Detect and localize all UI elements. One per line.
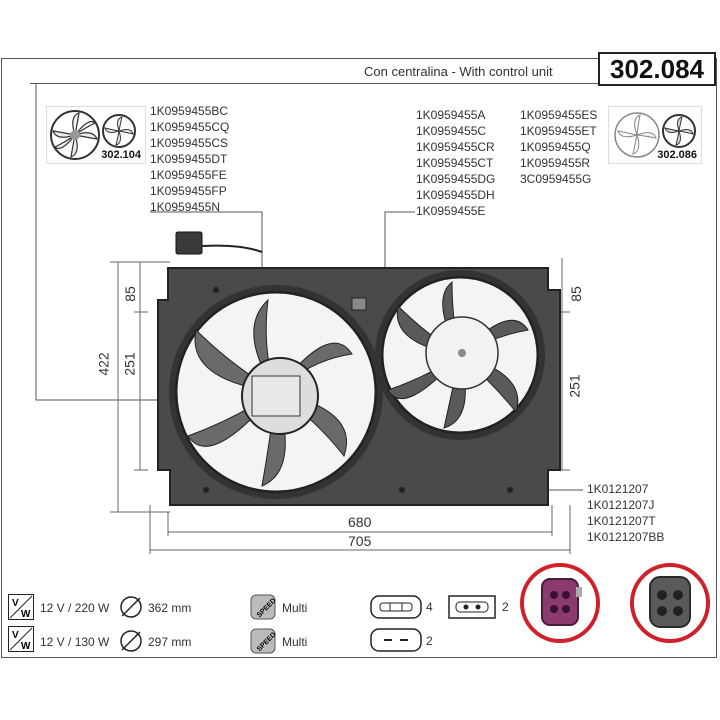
dimension-width-outer: 705 bbox=[348, 533, 372, 549]
svg-text:V: V bbox=[12, 630, 19, 641]
part-list-left: 1K0959455BC 1K0959455CQ 1K0959455CS 1K09… bbox=[150, 103, 229, 215]
list-item: 3C0959455G bbox=[520, 172, 592, 186]
list-item: 1K0959455DG bbox=[416, 172, 496, 186]
dimension-width-inner: 680 bbox=[348, 514, 372, 530]
list-item: 1K0121207 bbox=[587, 482, 649, 496]
list-item: 1K0959455A bbox=[416, 108, 486, 122]
svg-text:V: V bbox=[12, 598, 19, 609]
list-item: 1K0959455CS bbox=[150, 136, 229, 150]
speed-icon: SPEED bbox=[250, 594, 276, 620]
part-list-frame: 1K0121207 1K0121207J 1K0121207T 1K012120… bbox=[587, 481, 664, 545]
list-item: 1K0959455R bbox=[520, 156, 591, 170]
list-item: 1K0959455E bbox=[416, 204, 486, 218]
connector-pins-a: 4 bbox=[426, 600, 433, 614]
spec-speed: Multi bbox=[282, 601, 308, 615]
list-item: 1K0121207T bbox=[587, 514, 656, 528]
list-item: 1K0959455ES bbox=[520, 108, 598, 122]
list-item: 1K0959455DH bbox=[416, 188, 495, 202]
spec-power: 12 V / 130 W bbox=[40, 635, 110, 649]
list-item: 1K0959455CT bbox=[416, 156, 494, 170]
diameter-icon bbox=[118, 594, 144, 620]
connector-pins-b: 2 bbox=[502, 600, 509, 614]
dimension-right-top: 85 bbox=[567, 286, 584, 302]
dimension-left-mid: 251 bbox=[121, 352, 138, 376]
dimension-right-mid: 251 bbox=[566, 374, 583, 398]
dimension-height-total: 422 bbox=[95, 352, 112, 376]
connector-icon bbox=[448, 595, 496, 619]
list-item: 1K0959455DT bbox=[150, 152, 228, 166]
spec-speed: Multi bbox=[282, 635, 308, 649]
connector-icon bbox=[370, 628, 422, 652]
spec-diameter: 362 mm bbox=[148, 601, 192, 615]
connector-pins-c: 2 bbox=[426, 634, 433, 648]
list-item: 1K0121207BB bbox=[587, 530, 665, 544]
connector-photo-gray bbox=[630, 563, 710, 643]
spec-diameter: 297 mm bbox=[148, 635, 192, 649]
list-item: 1K0959455Q bbox=[520, 140, 591, 154]
dimension-left-top: 85 bbox=[121, 286, 138, 302]
variant-thumbnail-left: 302.104 bbox=[46, 106, 146, 164]
list-item: 1K0959455FE bbox=[150, 168, 227, 182]
list-item: 1K0121207J bbox=[587, 498, 655, 512]
svg-text:W: W bbox=[21, 641, 31, 652]
list-item: 1K0959455CQ bbox=[150, 120, 230, 134]
header-rule bbox=[30, 83, 598, 84]
fan-thumbnail-icon bbox=[614, 112, 696, 158]
part-list-right: 1K0959455ES 1K0959455ET 1K0959455Q 1K095… bbox=[520, 107, 597, 187]
variant-code-left: 302.104 bbox=[101, 149, 141, 161]
variant-code-right: 302.086 bbox=[657, 149, 697, 161]
subtitle: Con centralina - With control unit bbox=[364, 64, 553, 79]
list-item: 1K0959455ET bbox=[520, 124, 597, 138]
speed-icon: SPEED bbox=[250, 628, 276, 654]
spec-power: 12 V / 220 W bbox=[40, 601, 110, 615]
list-item: 1K0959455FP bbox=[150, 184, 227, 198]
list-item: 1K0959455C bbox=[416, 124, 487, 138]
variant-thumbnail-right: 302.086 bbox=[608, 106, 702, 164]
part-list-middle: 1K0959455A 1K0959455C 1K0959455CR 1K0959… bbox=[416, 107, 495, 219]
connector-photo-magenta bbox=[520, 563, 600, 643]
drawing-frame bbox=[1, 58, 717, 658]
connector-icon bbox=[370, 595, 422, 619]
product-code: 302.084 bbox=[598, 52, 716, 86]
list-item: 1K0959455CR bbox=[416, 140, 495, 154]
list-item: 1K0959455BC bbox=[150, 104, 229, 118]
diameter-icon bbox=[118, 628, 144, 654]
list-item: 1K0959455N bbox=[150, 200, 221, 214]
svg-text:W: W bbox=[21, 609, 31, 620]
